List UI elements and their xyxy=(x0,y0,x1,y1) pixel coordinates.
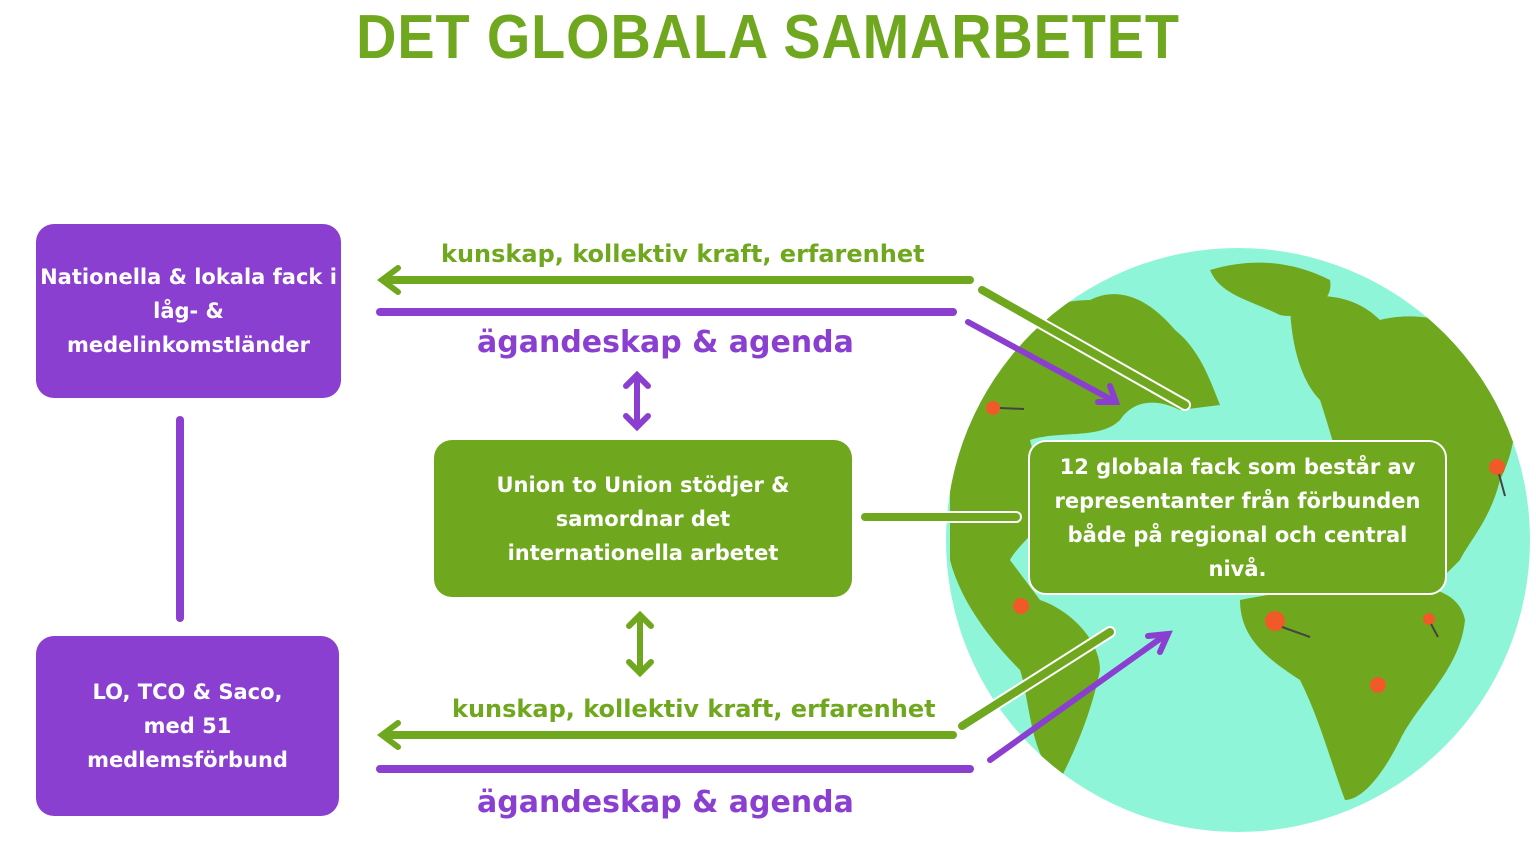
box-national-unions-text: Nationella & lokala fack i låg- & medeli… xyxy=(40,265,337,357)
page-title: DET GLOBALA SAMARBETET xyxy=(356,3,1180,72)
box-swedish-unions: LO, TCO & Saco, med 51 medlemsförbund xyxy=(36,636,339,816)
top-purple-diagonal-arrow xyxy=(965,319,1115,403)
bottom-purple-diagonal-arrow xyxy=(987,633,1167,763)
continent-south xyxy=(1240,586,1465,800)
box-global-unions: 12 globala fack som består av representa… xyxy=(1028,440,1447,595)
map-pins xyxy=(986,401,1506,693)
box-union-to-union-text: Union to Union stödjer & samordnar det i… xyxy=(496,472,790,565)
box-swedish-unions-text: LO, TCO & Saco, med 51 medlemsförbund xyxy=(87,680,288,772)
top-purple-label: ägandeskap & agenda xyxy=(477,325,854,360)
bottom-green-label: kunskap, kollektiv kraft, erfarenhet xyxy=(452,695,936,723)
top-green-label: kunskap, kollektiv kraft, erfarenhet xyxy=(441,240,925,268)
top-green-diagonal xyxy=(978,286,1189,409)
continent-americas xyxy=(950,294,1220,780)
box-national-unions: Nationella & lokala fack i låg- & medeli… xyxy=(36,224,341,398)
bottom-green-diagonal xyxy=(958,628,1114,730)
box-union-to-union: Union to Union stödjer & samordnar det i… xyxy=(434,440,852,597)
bottom-purple-label: ägandeskap & agenda xyxy=(477,785,854,820)
box-global-unions-text: 12 globala fack som består av representa… xyxy=(1054,454,1421,581)
